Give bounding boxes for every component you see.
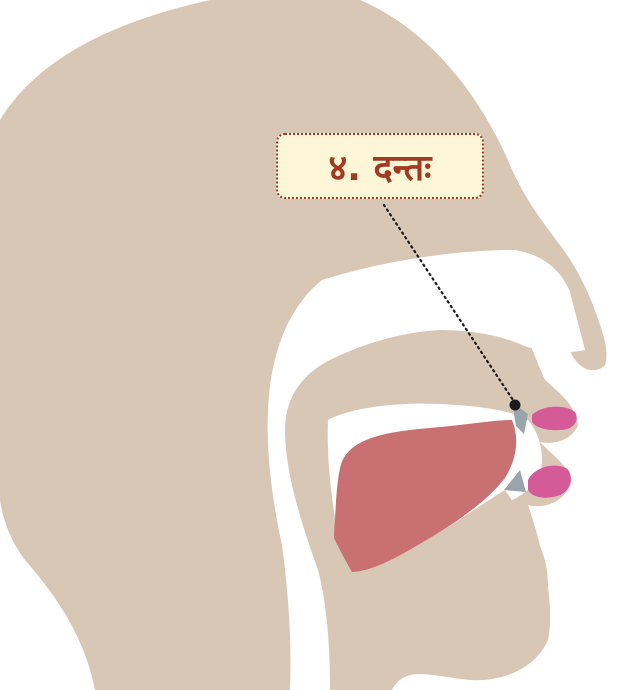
label-box: ४. दन्तः [276, 133, 484, 199]
label-text: ४. दन्तः [329, 142, 432, 191]
leader-dot [510, 400, 521, 411]
